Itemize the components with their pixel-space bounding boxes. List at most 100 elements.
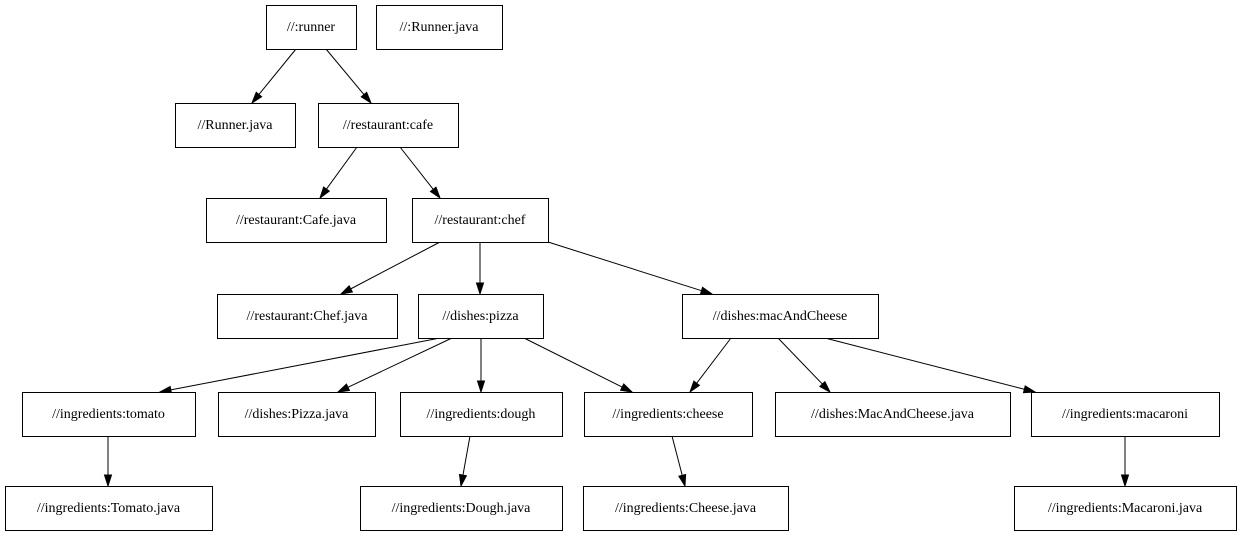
arrowhead-icon xyxy=(689,380,701,394)
edge-line xyxy=(523,337,623,388)
node-label: //dishes:pizza xyxy=(442,309,519,324)
edge-dishes_pizza-to-ing_dough xyxy=(476,338,486,394)
graph-node-restaurant_chef[interactable]: //restaurant:chef xyxy=(412,198,549,243)
edge-line xyxy=(350,241,441,290)
edge-restaurant_cafe-to-restaurant_chef xyxy=(399,146,442,200)
node-box[interactable] xyxy=(175,103,296,148)
edge-line xyxy=(777,337,823,385)
graph-node-runner_java_root[interactable]: //:Runner.java xyxy=(376,5,503,50)
arrowhead-icon xyxy=(103,474,113,488)
arrowhead-icon xyxy=(476,380,486,394)
graph-node-dough_java[interactable]: //ingredients:Dough.java xyxy=(360,486,563,531)
arrowhead-icon xyxy=(475,282,485,296)
node-label: //restaurant:Cafe.java xyxy=(236,213,357,228)
node-box[interactable] xyxy=(412,198,549,243)
graph-node-macaroni_java[interactable]: //ingredients:Macaroni.java xyxy=(1014,486,1237,531)
node-box[interactable] xyxy=(1014,486,1237,531)
node-label: //dishes:macAndCheese xyxy=(713,309,848,324)
node-label: //restaurant:chef xyxy=(435,213,526,228)
graph-node-mac_java[interactable]: //dishes:MacAndCheese.java xyxy=(775,392,1011,437)
arrowhead-icon xyxy=(699,286,714,295)
arrowhead-icon xyxy=(819,380,832,394)
node-label: //ingredients:dough xyxy=(427,407,536,422)
node-box[interactable] xyxy=(376,5,503,50)
graph-node-runner_java[interactable]: //Runner.java xyxy=(175,103,296,148)
edge-runner-to-restaurant_cafe xyxy=(325,48,373,105)
edge-ing_macaroni-to-macaroni_java xyxy=(1120,436,1130,488)
arrowhead-icon xyxy=(250,91,263,105)
node-label: //restaurant:cafe xyxy=(343,118,433,133)
edge-ing_dough-to-dough_java xyxy=(458,435,471,488)
arrowhead-icon xyxy=(678,473,687,488)
node-label: //ingredients:cheese xyxy=(612,407,723,422)
edge-line xyxy=(347,337,453,388)
edge-line xyxy=(325,48,365,95)
node-box[interactable] xyxy=(400,392,563,437)
edge-line xyxy=(258,48,297,95)
node-box[interactable] xyxy=(217,294,398,339)
arrowhead-icon xyxy=(319,186,331,200)
node-box[interactable] xyxy=(584,392,753,437)
graph-node-chef_java[interactable]: //restaurant:Chef.java xyxy=(217,294,398,339)
graph-node-restaurant_cafe[interactable]: //restaurant:cafe xyxy=(318,103,459,148)
node-box[interactable] xyxy=(266,5,357,50)
edge-restaurant_cafe-to-cafe_java xyxy=(319,146,358,200)
graph-node-tomato_java[interactable]: //ingredients:Tomato.java xyxy=(5,486,213,531)
node-label: //ingredients:Macaroni.java xyxy=(1048,501,1203,516)
graph-node-pizza_java[interactable]: //dishes:Pizza.java xyxy=(218,392,376,437)
edge-line xyxy=(696,337,732,384)
node-box[interactable] xyxy=(5,486,213,531)
graph-node-dishes_mac[interactable]: //dishes:macAndCheese xyxy=(682,294,879,339)
node-box[interactable] xyxy=(206,198,387,243)
edges-layer xyxy=(103,48,1130,488)
graph-node-cafe_java[interactable]: //restaurant:Cafe.java xyxy=(206,198,387,243)
node-label: //dishes:Pizza.java xyxy=(245,407,350,422)
edge-restaurant_chef-to-chef_java xyxy=(339,241,441,295)
graph-node-ing_cheese[interactable]: //ingredients:cheese xyxy=(584,392,753,437)
node-box[interactable] xyxy=(775,392,1011,437)
arrowhead-icon xyxy=(339,284,354,295)
graph-node-ing_dough[interactable]: //ingredients:dough xyxy=(400,392,563,437)
graph-node-runner[interactable]: //:runner xyxy=(266,5,357,50)
arrowhead-icon xyxy=(360,91,373,105)
node-box[interactable] xyxy=(682,294,879,339)
node-label: //ingredients:tomato xyxy=(52,407,165,422)
node-label: //ingredients:Tomato.java xyxy=(37,501,181,516)
arrowhead-icon xyxy=(458,473,468,488)
arrowhead-icon xyxy=(1120,474,1130,488)
graph-node-ing_tomato[interactable]: //ingredients:tomato xyxy=(22,392,196,437)
arrowhead-icon xyxy=(336,383,351,393)
node-label: //ingredients:Dough.java xyxy=(392,501,532,516)
edge-dishes_pizza-to-ing_tomato xyxy=(158,337,441,394)
node-label: //dishes:MacAndCheese.java xyxy=(811,407,975,422)
edge-line xyxy=(399,146,434,190)
arrowhead-icon xyxy=(429,186,442,200)
node-box[interactable] xyxy=(318,103,459,148)
edge-dishes_mac-to-ing_macaroni xyxy=(824,337,1037,394)
graph-node-cheese_java[interactable]: //ingredients:Cheese.java xyxy=(583,486,789,531)
graph-node-dishes_pizza[interactable]: //dishes:pizza xyxy=(418,294,544,339)
graph-node-ing_macaroni[interactable]: //ingredients:macaroni xyxy=(1031,392,1220,437)
node-box[interactable] xyxy=(218,392,376,437)
edge-line xyxy=(170,337,441,391)
edge-line xyxy=(547,241,702,292)
edge-restaurant_chef-to-dishes_mac xyxy=(547,241,714,295)
arrowhead-icon xyxy=(1022,385,1037,394)
node-box[interactable] xyxy=(360,486,563,531)
node-label: //:runner xyxy=(287,20,336,35)
edge-ing_cheese-to-cheese_java xyxy=(671,435,687,488)
edge-line xyxy=(824,337,1025,390)
nodes-layer: //:runner //:Runner.java //Runner.java //re… xyxy=(5,5,1237,531)
node-box[interactable] xyxy=(418,294,544,339)
node-box[interactable] xyxy=(583,486,789,531)
node-box[interactable] xyxy=(1031,392,1220,437)
node-label: //restaurant:Chef.java xyxy=(247,309,369,324)
node-label: //ingredients:macaroni xyxy=(1062,407,1188,422)
edge-dishes_mac-to-mac_java xyxy=(777,337,832,394)
edge-line xyxy=(671,435,683,476)
edge-ing_tomato-to-tomato_java xyxy=(103,436,113,488)
node-box[interactable] xyxy=(22,392,196,437)
edge-dishes_pizza-to-pizza_java xyxy=(336,337,453,393)
node-label: //:Runner.java xyxy=(400,20,480,35)
